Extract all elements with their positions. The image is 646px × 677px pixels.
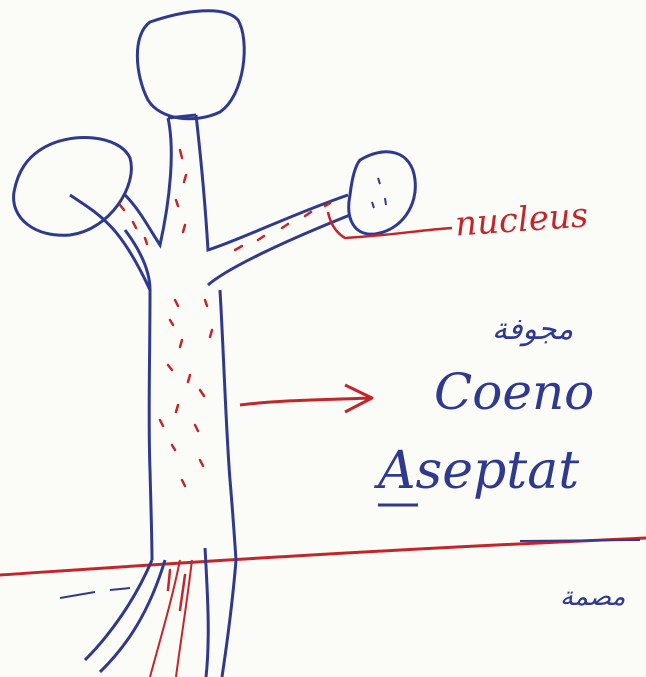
hypha-outline xyxy=(125,115,350,560)
arrow xyxy=(240,385,372,412)
aseptat-label: Aseptat xyxy=(378,441,579,501)
arabic-note-2: مصمة xyxy=(560,582,625,612)
rhizoid-right xyxy=(205,548,236,677)
right-spore-head xyxy=(349,152,416,234)
substrate-line xyxy=(0,538,646,575)
arabic-note: مجوفة xyxy=(492,312,573,347)
ground-dash xyxy=(60,588,130,598)
left-spore-head xyxy=(14,138,132,236)
rhizoid-left xyxy=(85,560,165,672)
coeno-label: Coeno xyxy=(434,363,594,421)
top-spore-head xyxy=(137,11,244,119)
underline-stroke xyxy=(520,540,640,541)
spore-dots xyxy=(372,178,386,208)
